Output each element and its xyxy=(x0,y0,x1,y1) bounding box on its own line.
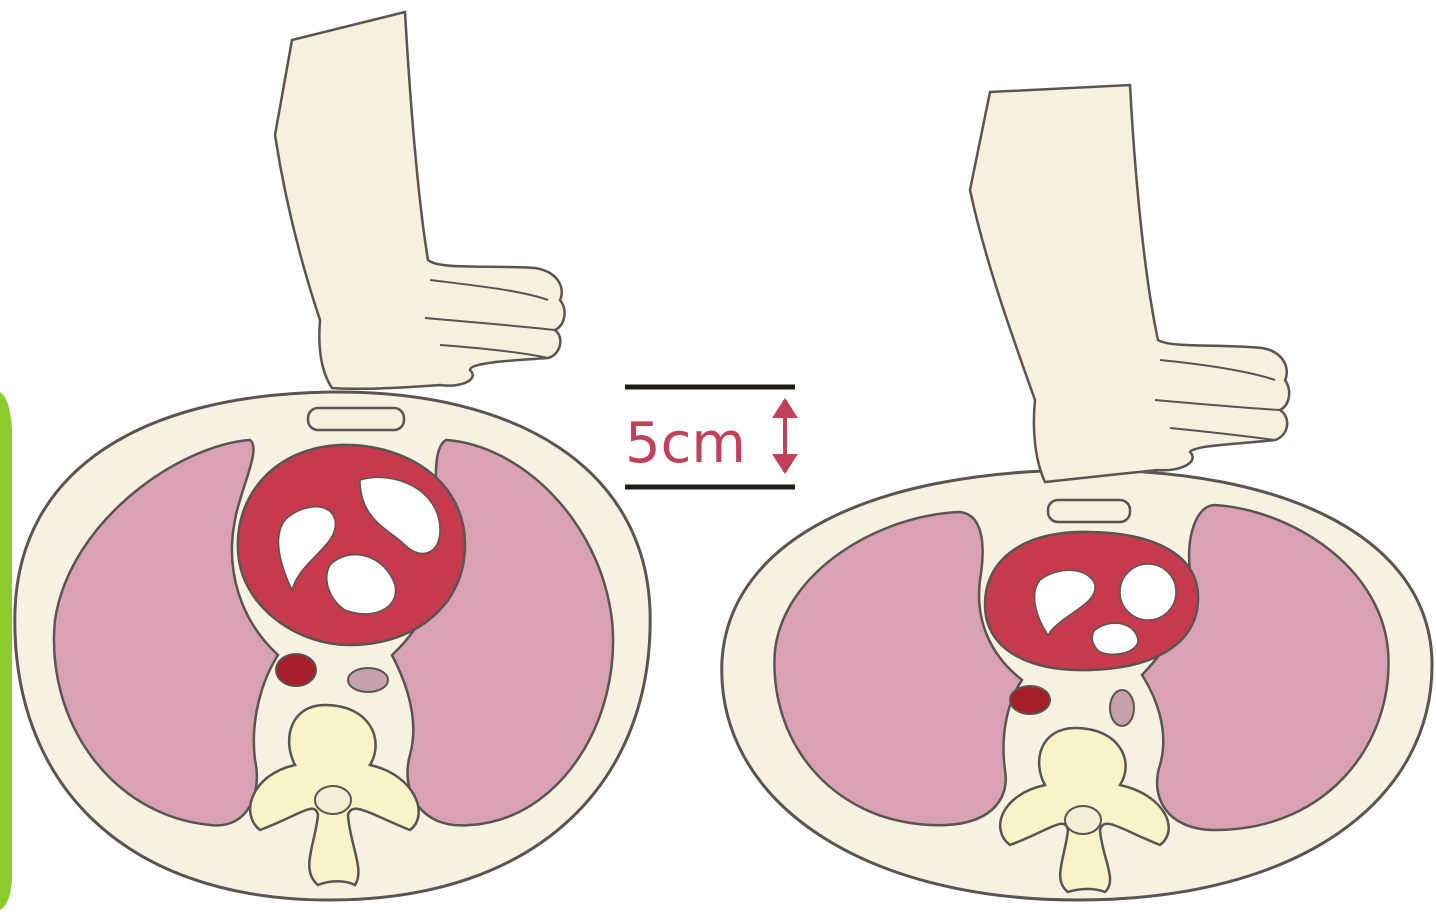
compression-depth-indicator: 5cm xyxy=(625,387,798,487)
sternum-left xyxy=(308,408,404,430)
panel-before-compression xyxy=(15,12,650,900)
heart-chamber-right-2 xyxy=(1120,564,1176,620)
vena-cava-right xyxy=(1110,690,1134,726)
arm-right xyxy=(970,85,1289,482)
heart-chamber-right-3 xyxy=(1092,623,1138,654)
double-arrow-icon xyxy=(772,398,798,474)
measure-label: 5cm xyxy=(625,411,746,476)
spinal-canal-right xyxy=(1065,806,1101,834)
aorta-right xyxy=(1010,686,1050,714)
left-green-border xyxy=(0,392,12,910)
sternum-right xyxy=(1048,500,1130,522)
aorta-left xyxy=(276,654,316,686)
panel-during-compression xyxy=(722,85,1432,900)
arm-left xyxy=(275,12,565,389)
vena-cava-left xyxy=(348,668,388,692)
spinal-canal-left xyxy=(315,786,351,814)
